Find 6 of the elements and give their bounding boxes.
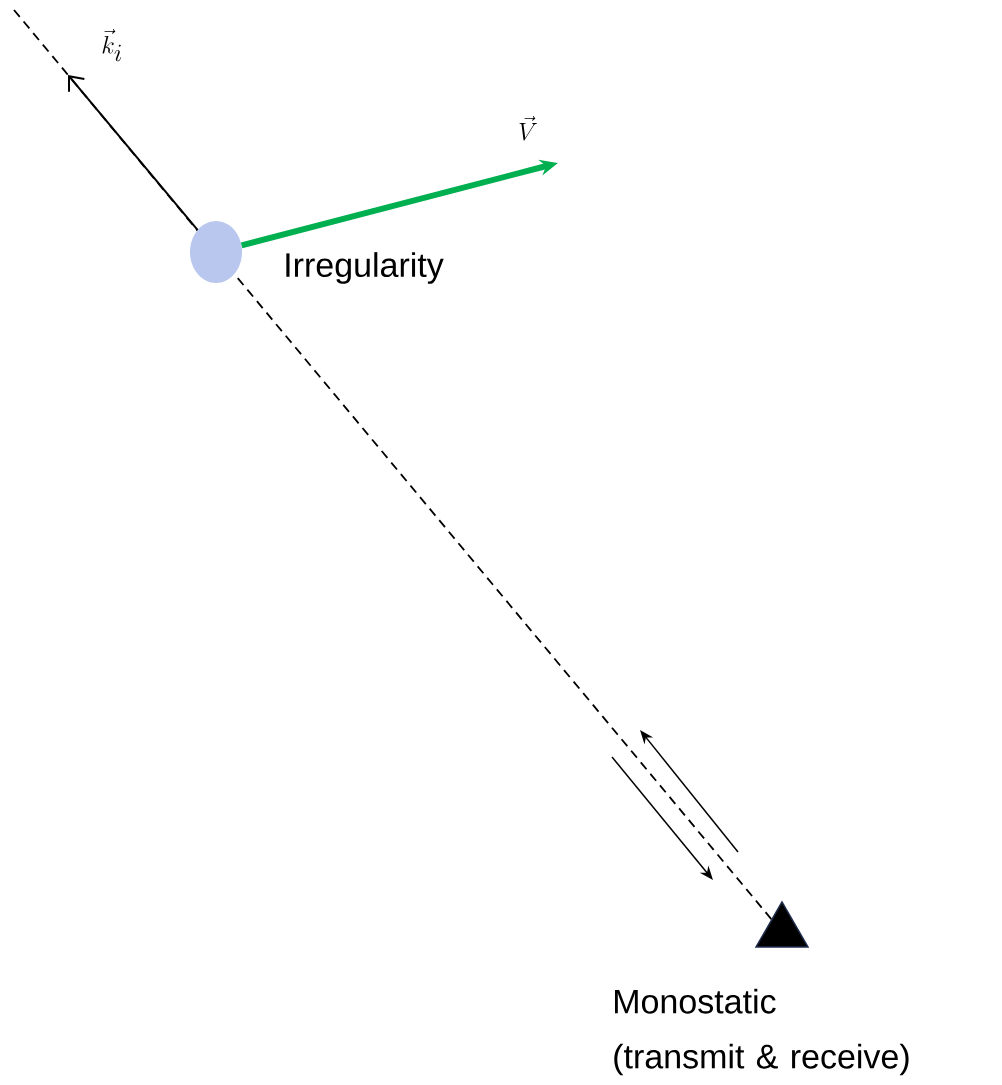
caption-text: Monostatic (transmit & receive): [614, 988, 909, 1076]
arrow: [68, 75, 199, 231]
edge-label: $\vec{k}_i$: [102, 28, 121, 62]
caption-text: Irregularity: [286, 252, 444, 284]
edge-label: $\vec{V}$: [519, 116, 537, 141]
scatterer-blob: [190, 221, 242, 283]
